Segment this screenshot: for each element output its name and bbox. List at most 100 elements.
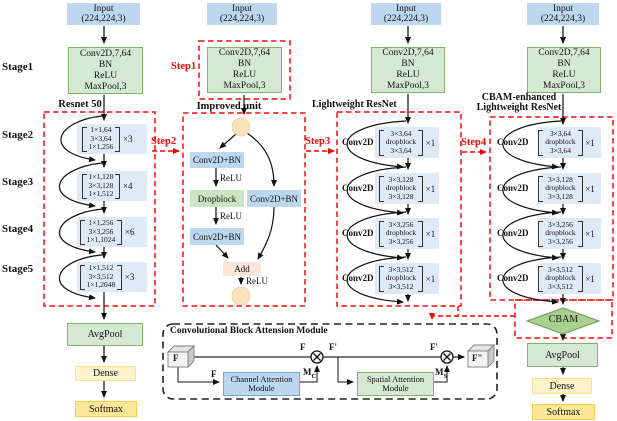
avgpool-box-4: AvgPool	[527, 343, 598, 367]
lightweight-title: Lightweight ResNet	[312, 99, 397, 110]
conv-bn-box-1: Conv2D+BN	[190, 152, 244, 168]
cbam-net-title: CBAM-enhanced Lightweight ResNet	[476, 92, 562, 113]
step4-label: Step4	[461, 137, 487, 148]
bracket-right	[418, 265, 424, 292]
improved-unit-title: Improved unit	[196, 101, 262, 112]
input-box-2: Input(224,224,3)	[207, 3, 277, 25]
bracket-left	[79, 264, 85, 290]
stage5-label: Stage5	[2, 263, 34, 275]
bracket-left	[378, 129, 384, 156]
skip-arc	[346, 211, 407, 261]
bracket-left	[538, 265, 544, 292]
dropblock-box: Dropblock	[190, 190, 244, 207]
feature-node-bottom	[231, 286, 251, 306]
skip-conv2d-label: Conv2D	[342, 137, 374, 147]
bracket-left	[538, 175, 544, 202]
bracket-right	[577, 175, 583, 202]
f-input-label: F	[173, 353, 179, 363]
bracket-left	[378, 220, 384, 247]
f-branch-label: F	[211, 369, 217, 379]
add-box: Add	[223, 262, 261, 276]
skip-conv2d-label: Conv2D	[497, 273, 529, 283]
skip-arc	[502, 211, 562, 261]
feature-cube-f2	[466, 343, 496, 369]
skip-conv2d-label: Conv2D	[342, 183, 374, 193]
skip-arc	[59, 208, 103, 255]
resnet50-title: Resnet 50	[58, 99, 102, 110]
bracket-left	[378, 175, 384, 202]
step3-label: Step3	[305, 136, 331, 147]
avgpool-box-1: AvgPool	[67, 323, 143, 346]
input-box-1: Input(224,224,3)	[67, 3, 140, 25]
bracket-right	[577, 129, 583, 156]
conv-bn-box-2: Conv2D+BN	[190, 228, 244, 245]
stage4-label: Stage4	[2, 223, 34, 235]
improved-unit-box	[182, 112, 306, 307]
col4-arrows	[502, 26, 566, 402]
bracket-right	[418, 175, 424, 202]
input-box-3: Input(224,224,3)	[371, 3, 441, 25]
f-output-label: F"	[472, 353, 483, 363]
cbam-module-title: Convolutional Block Attension Module	[170, 326, 328, 336]
input-box-4: Input(224,224,3)	[527, 3, 599, 25]
bracket-right	[115, 126, 121, 152]
skip-conv2d-label: Conv2D	[497, 137, 529, 147]
bracket-left	[538, 220, 544, 247]
bracket-left	[81, 173, 87, 199]
feature-cube-f	[166, 344, 196, 369]
f-top-label: F	[300, 342, 306, 352]
multiply-icon	[310, 350, 324, 364]
step1-label: Step1	[171, 61, 197, 72]
skip-arc	[60, 115, 103, 163]
stage1-label: Stage1	[2, 61, 34, 73]
relu-label-1: ReLU	[220, 173, 242, 183]
skip-conv2d-label: Conv2D	[342, 228, 374, 238]
resnet50-box	[43, 111, 156, 307]
channel-attention-box: Channel Attention Module	[223, 372, 300, 396]
bracket-left	[378, 265, 384, 292]
skip-arc	[59, 254, 103, 301]
multiply-icon	[440, 350, 454, 364]
step2-label: Step2	[151, 136, 177, 147]
stage2-label: Stage2	[2, 129, 34, 141]
bracket-right	[577, 220, 583, 247]
skip-conv2d-label: Conv2D	[497, 183, 529, 193]
cbam-diamond	[525, 307, 601, 335]
cbam-module-pointer	[429, 313, 515, 320]
cbam-module-lines	[177, 354, 465, 385]
skip-arc	[346, 256, 407, 305]
skip-conv2d-label: Conv2D	[497, 228, 529, 238]
dense-box-4: Dense	[532, 378, 592, 394]
skip-arc	[502, 256, 562, 305]
skip-arc	[502, 166, 562, 216]
bracket-right	[117, 264, 123, 290]
col3-arrows	[346, 26, 411, 305]
softmax-box-1: Softmax	[75, 401, 137, 417]
spatial-attention-box: Spatial Attention Module	[357, 372, 434, 396]
relu-label-3: ReLU	[246, 276, 268, 286]
softmax-box-4: Softmax	[532, 404, 595, 420]
feature-node-top	[231, 117, 251, 137]
stage3-label: Stage3	[2, 176, 34, 188]
bracket-right	[418, 220, 424, 247]
bracket-left	[81, 126, 87, 152]
relu-label-2: ReLU	[220, 211, 242, 221]
bracket-right	[418, 129, 424, 156]
